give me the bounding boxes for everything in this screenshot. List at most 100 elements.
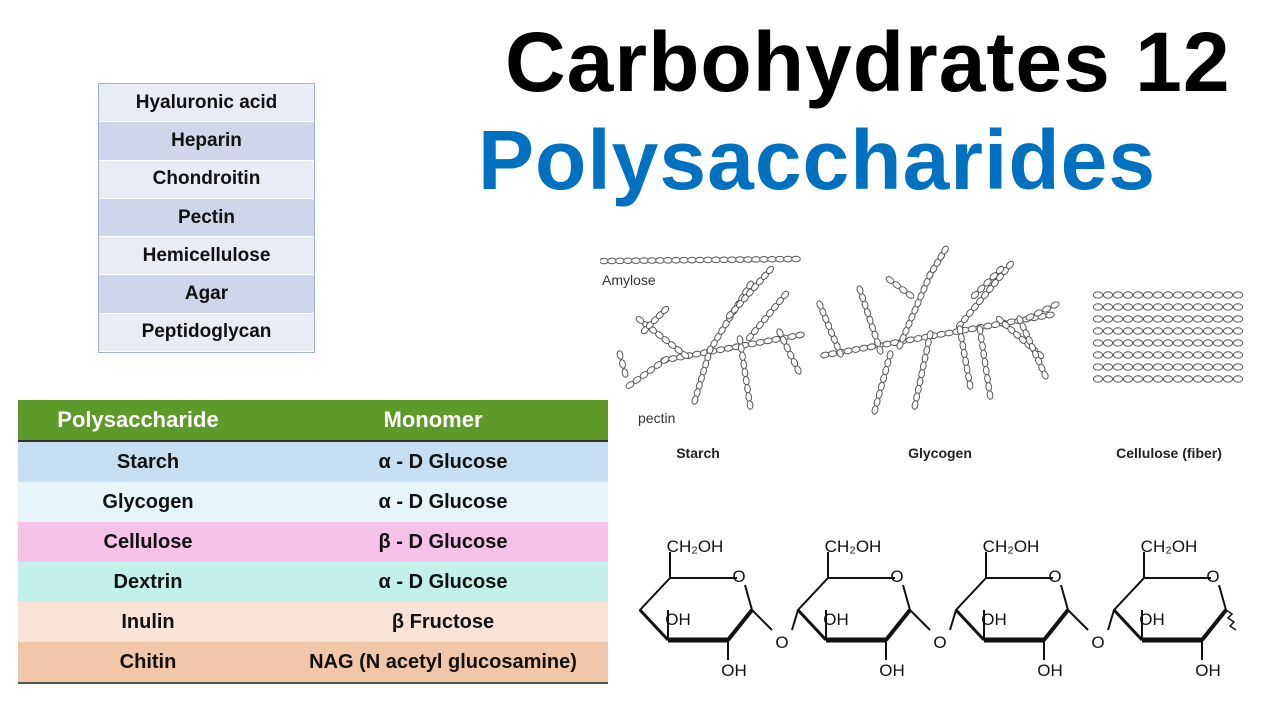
glucose-bead xyxy=(1152,303,1164,311)
glucose-bead xyxy=(1172,339,1184,347)
glucose-bead xyxy=(1222,315,1234,323)
glucose-bead xyxy=(1152,351,1164,359)
glucose-bead xyxy=(1132,363,1144,371)
glucose-bead xyxy=(635,316,645,324)
glucose-bead xyxy=(695,256,705,264)
glucose-bead xyxy=(711,256,721,264)
glucose-bead xyxy=(739,351,746,362)
glucose-bead xyxy=(1122,327,1134,335)
glucose-bead xyxy=(1222,339,1234,347)
glucose-bead xyxy=(745,392,753,402)
glucose-bead xyxy=(1142,327,1154,335)
polysaccharide-diagrams: Amylose pectin Starch Glycogen Cellulose… xyxy=(600,245,1244,461)
ch2oh-label: CH₂OH xyxy=(1141,537,1198,556)
glycosidic-oxygen-label: O xyxy=(1091,633,1104,652)
glucose-bead xyxy=(1132,339,1144,347)
glucose-bead xyxy=(1102,315,1114,323)
glucose-bead xyxy=(691,395,699,405)
ring-oxygen-label: O xyxy=(1048,567,1061,586)
glucose-bead xyxy=(687,256,697,264)
glucose-bead xyxy=(1232,315,1244,323)
glucose-bead xyxy=(1222,363,1234,371)
glucose-bead xyxy=(1232,363,1244,371)
glucose-bead xyxy=(763,337,773,345)
glucose-bead xyxy=(783,255,793,263)
glucose-ring xyxy=(796,552,912,660)
list-item: Hyaluronic acid xyxy=(99,84,314,123)
title-line-2: Polysaccharides xyxy=(478,113,1157,207)
row-monomer: α - D Glucose xyxy=(378,450,508,473)
glucose-bead xyxy=(1162,327,1174,335)
glucose-bead xyxy=(1212,315,1224,323)
cellulose-label: Cellulose (fiber) xyxy=(1116,445,1222,461)
oh-label: OH xyxy=(1037,661,1063,680)
glucose-bead xyxy=(1102,363,1114,371)
oh-label: OH xyxy=(721,661,747,680)
glucose-bead xyxy=(1102,327,1114,335)
glucose-bead xyxy=(1142,291,1154,299)
glucose-bead xyxy=(746,400,754,410)
glucose-bead xyxy=(1102,303,1114,311)
glucose-bead xyxy=(1092,375,1104,383)
glucose-bead xyxy=(980,349,988,360)
glucose-bead xyxy=(759,256,769,263)
list-item: Chondroitin xyxy=(99,160,314,199)
list-item: Agar xyxy=(99,275,314,314)
glucose-bead xyxy=(977,333,985,343)
oh-label: OH xyxy=(823,610,849,629)
header-polysaccharide: Polysaccharide xyxy=(57,407,219,432)
glucose-bead xyxy=(663,257,673,264)
glucose-bead xyxy=(791,255,801,263)
glycosidic-oxygen-label: O xyxy=(775,633,788,652)
glucose-bead xyxy=(1172,351,1184,359)
glucose-bead xyxy=(1232,327,1244,335)
ch2oh-label: CH₂OH xyxy=(983,537,1040,556)
glucose-bead xyxy=(911,400,919,410)
glucose-bead xyxy=(1232,303,1244,311)
glucose-bead xyxy=(1232,375,1244,383)
row-monomer: α - D Glucose xyxy=(378,570,508,593)
glucose-bead xyxy=(1202,327,1214,335)
glucose-bead xyxy=(781,290,789,300)
amylopectin-label: pectin xyxy=(638,410,675,426)
glucose-bead xyxy=(1182,375,1194,383)
glucose-bead xyxy=(979,341,986,352)
glucose-bead xyxy=(1172,315,1184,323)
glucose-bead xyxy=(625,381,635,389)
glucose-bead xyxy=(1192,375,1204,383)
glucose-bead xyxy=(735,256,745,263)
glucose-bead xyxy=(1132,327,1144,335)
glucose-bead xyxy=(715,346,726,354)
glucose-bead xyxy=(1182,303,1194,311)
glucose-bead xyxy=(1212,291,1224,299)
glucose-ring xyxy=(1112,552,1228,660)
glucose-bead xyxy=(1092,339,1104,347)
glucose-bead xyxy=(856,285,864,295)
glucose-bead xyxy=(1132,315,1144,323)
glucose-bead xyxy=(1112,315,1124,323)
glucose-bead xyxy=(1142,339,1154,347)
glucose-bead xyxy=(1192,315,1204,323)
oh-label: OH xyxy=(981,610,1007,629)
row-monomer: α - D Glucose xyxy=(378,490,508,513)
glucose-bead xyxy=(1212,351,1224,359)
glucose-bead xyxy=(1182,339,1194,347)
glucose-bead xyxy=(1172,291,1184,299)
polysaccharide-list-table: Hyaluronic acid Heparin Chondroitin Pect… xyxy=(98,83,315,354)
glucose-bead xyxy=(1045,311,1055,319)
glucose-bead xyxy=(1092,291,1104,299)
glucose-bead xyxy=(703,256,713,264)
glucose-bead xyxy=(615,257,625,265)
glucose-bead xyxy=(1192,339,1204,347)
glucose-bead xyxy=(1112,327,1124,335)
glucose-bead xyxy=(1122,303,1134,311)
glucose-bead xyxy=(1202,375,1214,383)
glucose-bead xyxy=(1122,291,1134,299)
glucose-bead xyxy=(1192,327,1204,335)
ch2oh-label: CH₂OH xyxy=(667,537,724,556)
glucose-bead xyxy=(1122,375,1134,383)
glucose-bead xyxy=(655,257,665,264)
